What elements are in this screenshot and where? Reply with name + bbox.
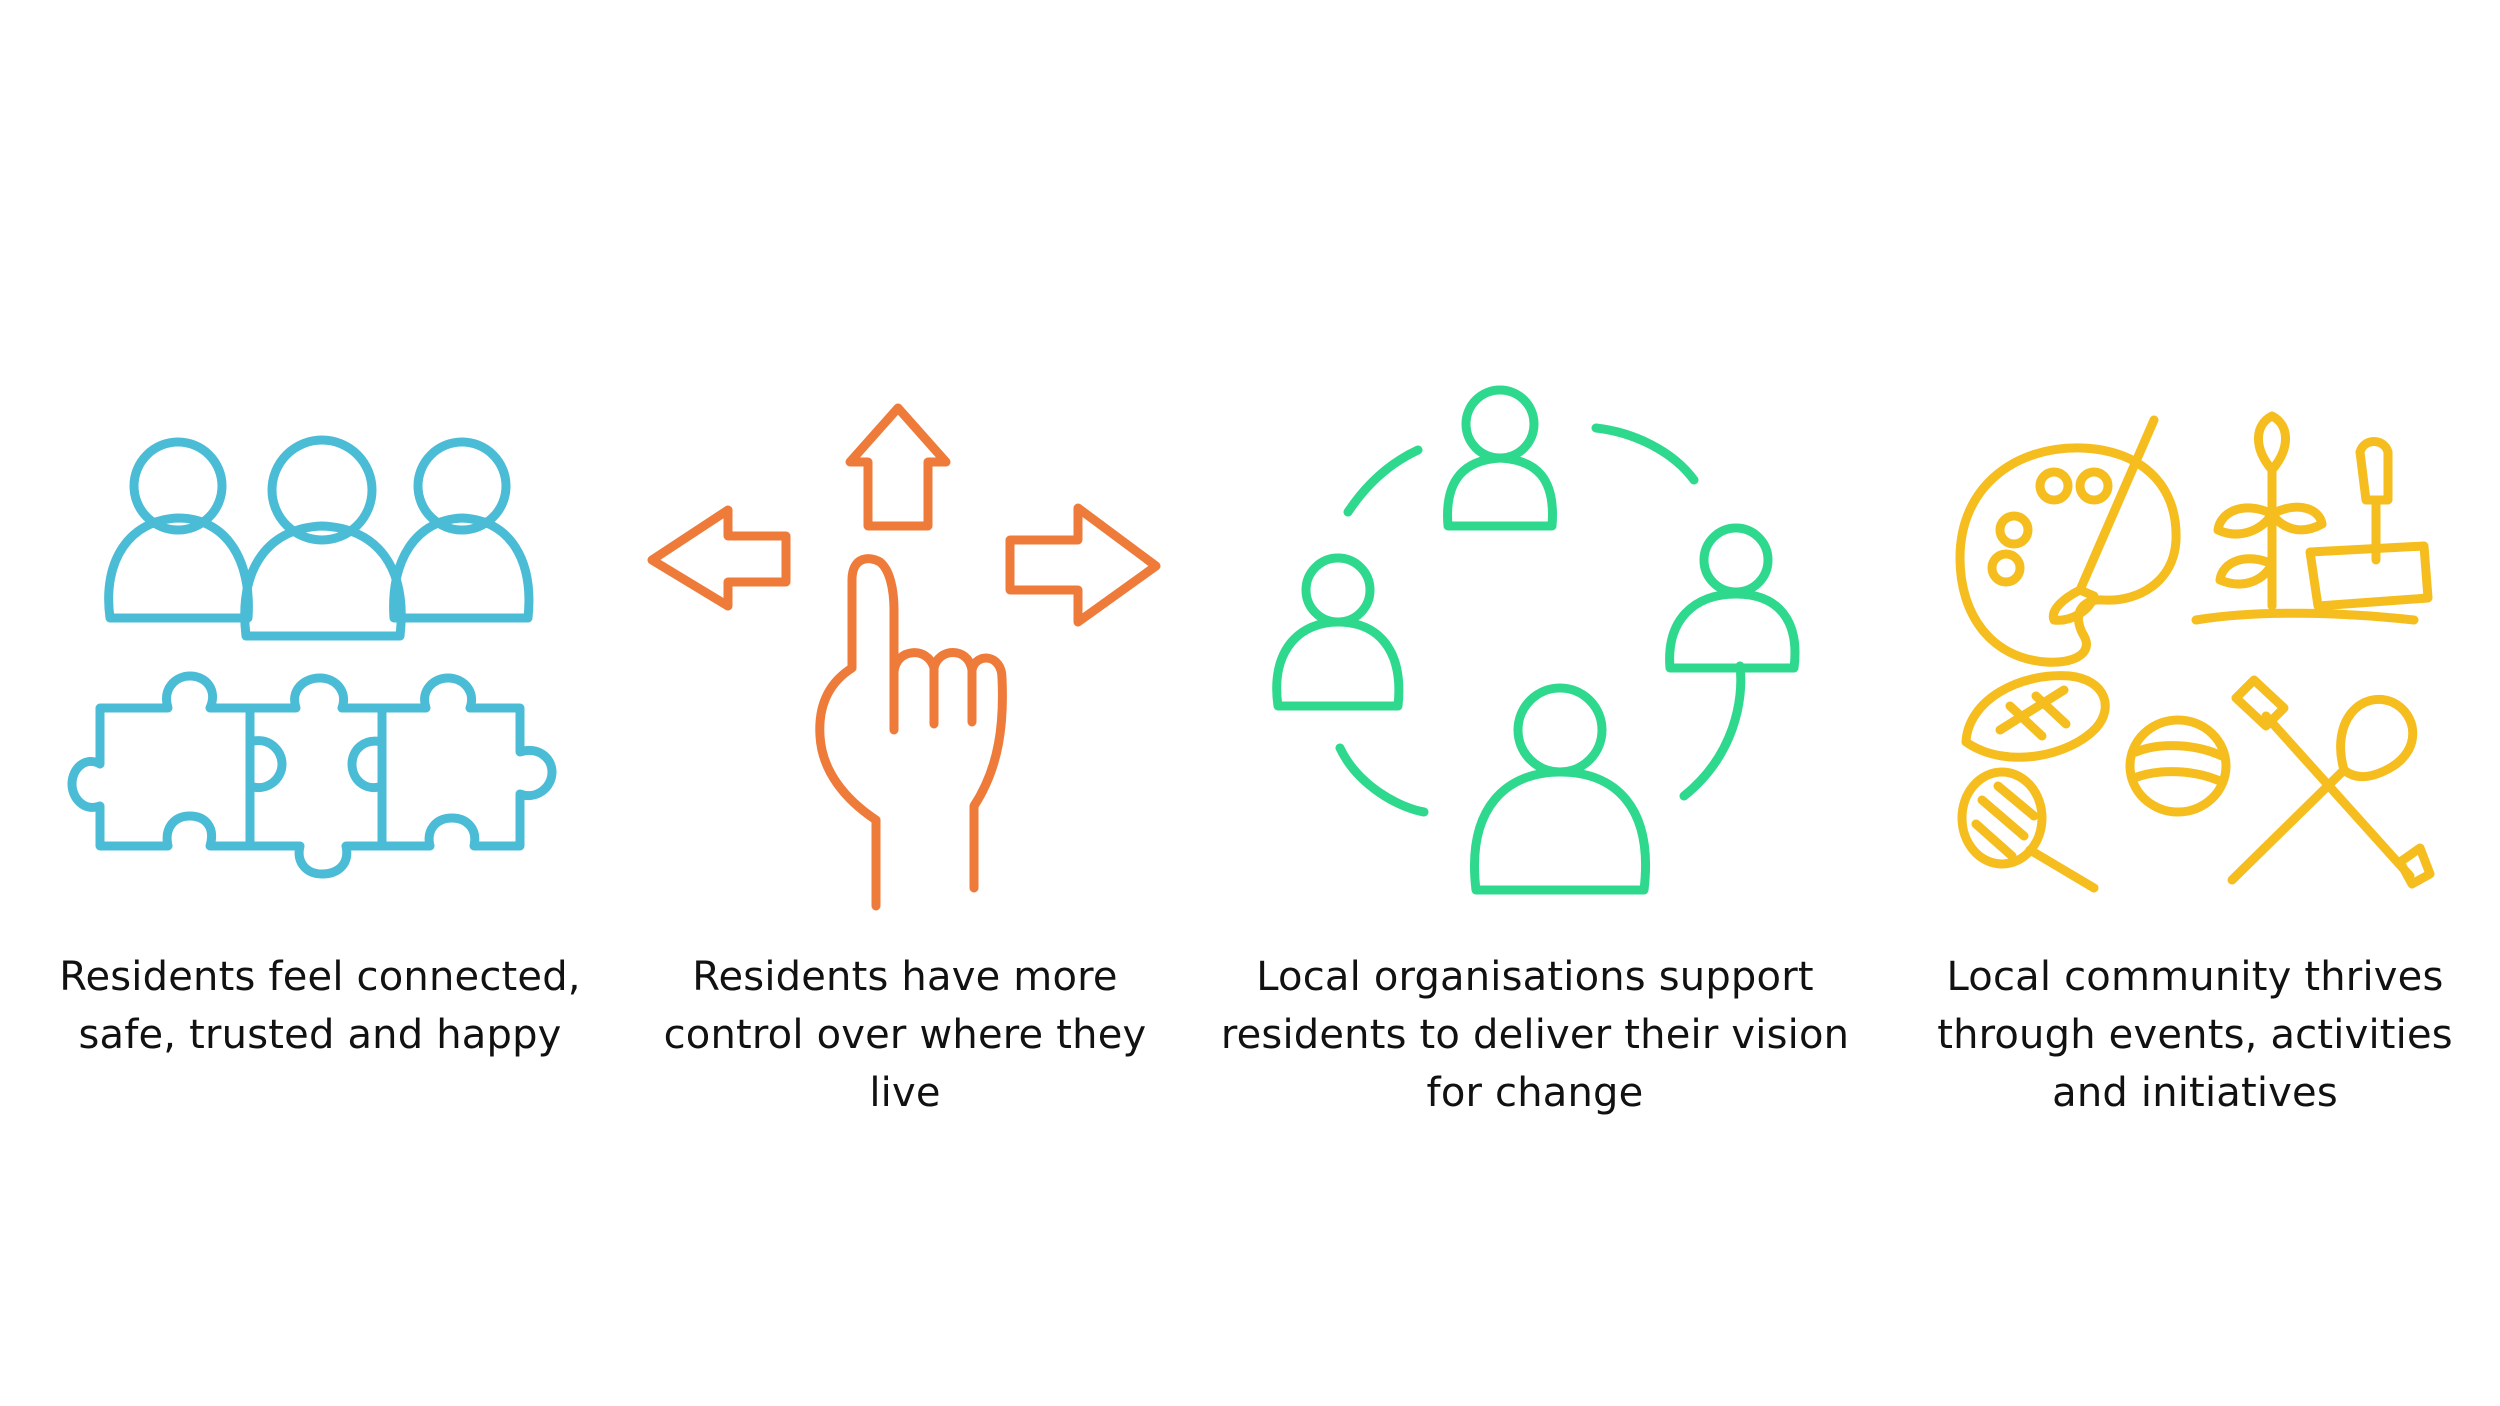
puzzle-piece xyxy=(377,673,557,851)
person-head xyxy=(1513,683,1607,777)
caption-control: Residents have more control over where t… xyxy=(663,954,1147,1116)
paint-dot xyxy=(2035,467,2073,505)
trowel-icon xyxy=(2355,437,2393,565)
person-head xyxy=(129,437,227,535)
bread-score xyxy=(2129,741,2227,787)
racket-icon xyxy=(1957,767,2047,869)
puzzle-piece xyxy=(245,673,387,879)
hand-fold xyxy=(889,663,977,735)
pointing-hand xyxy=(815,554,1007,911)
circle-arc xyxy=(1591,423,1699,485)
circle-arc xyxy=(1343,445,1423,517)
arrow-up xyxy=(845,403,951,531)
paint-dot xyxy=(1987,549,2025,587)
person-body xyxy=(1470,767,1650,895)
person-body xyxy=(240,521,406,641)
plant-icon xyxy=(2191,411,2419,625)
racket-handle xyxy=(1971,781,2099,893)
person-head xyxy=(267,435,377,545)
person-head xyxy=(1301,553,1375,627)
bread-icon xyxy=(2125,715,2231,817)
people-circle-icon xyxy=(1272,385,1800,895)
rolling-pin-icon xyxy=(2231,675,2435,889)
person-head xyxy=(1461,385,1539,463)
caption-connected: Residents feel connected, safe, trusted … xyxy=(59,954,581,1058)
arrow-right xyxy=(1005,503,1161,627)
people-puzzle-icon xyxy=(67,435,557,879)
arrow-left xyxy=(647,505,791,611)
paint-brush xyxy=(2048,415,2159,625)
paint-dot xyxy=(2075,467,2113,505)
paint-dot xyxy=(1995,511,2033,549)
circle-arc xyxy=(1335,743,1429,817)
circle-arc xyxy=(1679,661,1746,801)
caption-organisations: Local organisations support residents to… xyxy=(1220,954,1850,1116)
person-head xyxy=(413,437,511,535)
bread-icon xyxy=(1961,671,2110,762)
hand-arrows-icon xyxy=(647,403,1161,911)
person-body xyxy=(389,513,534,623)
pot-icon xyxy=(2305,541,2433,611)
caption-community: Local community thrives through events, … xyxy=(1937,954,2453,1116)
paint-palette xyxy=(1955,443,2181,667)
community-activities-icon xyxy=(1955,411,2435,893)
person-body xyxy=(1665,589,1800,673)
spoon-icon xyxy=(2227,694,2418,885)
person-body xyxy=(1272,617,1404,711)
person-body xyxy=(1443,453,1557,531)
person-head xyxy=(1699,523,1773,597)
